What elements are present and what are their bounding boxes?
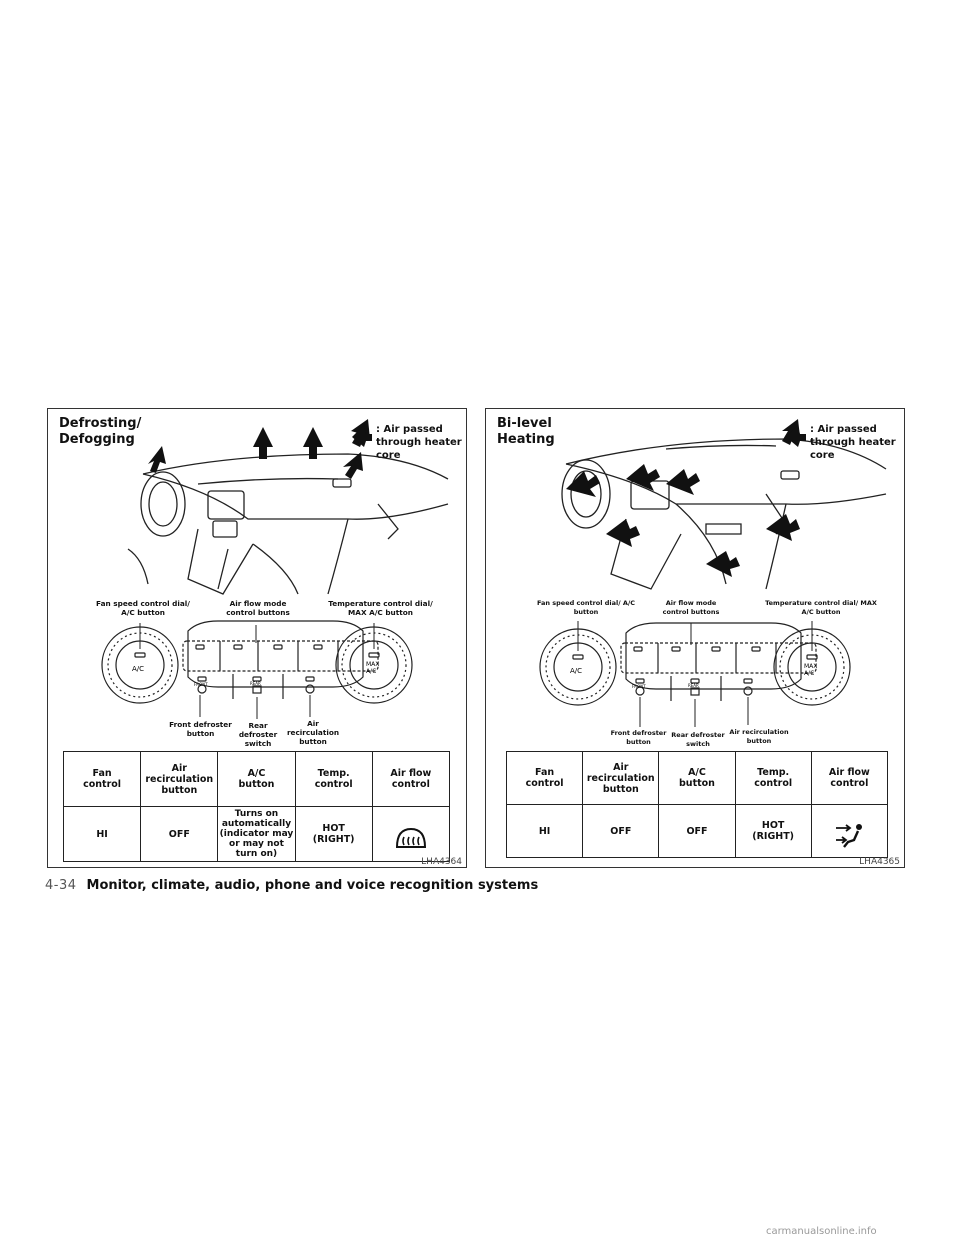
cell-recirc: OFF: [582, 804, 660, 858]
bi-level-icon: [836, 824, 863, 848]
header-fan: Fan control: [505, 751, 584, 805]
airflow-arrows: [566, 419, 800, 577]
rear-defroster-label: Rear defroster switch: [238, 721, 278, 748]
cell-temp: HOT (RIGHT): [734, 804, 812, 858]
cell-temp: HOT (RIGHT): [294, 806, 373, 862]
settings-table: Fan control Air recirculation button A/C…: [62, 751, 451, 862]
header-airflow: Air flow control: [810, 751, 889, 805]
header-temp: Temp. control: [734, 751, 812, 805]
cell-ac: Turns on automatically (indicator may or…: [217, 806, 296, 862]
temp-dial-label: Temperature control dial/ MAX A/C button: [328, 599, 433, 617]
page-number: 4-34: [45, 878, 77, 893]
rear-label: REAR: [250, 681, 261, 686]
air-recirculation-label: Air recirculation button: [286, 719, 340, 746]
heater-arrow-icon: [352, 425, 372, 447]
fan-dial-label: Fan speed control dial/ A/C button: [536, 599, 636, 616]
cell-fan: HI: [505, 804, 584, 858]
cell-airflow: [371, 806, 451, 862]
fan-dial-label: Fan speed control dial/ A/C button: [96, 599, 190, 617]
ac-label: A/C: [132, 665, 144, 673]
ac-label: A/C: [570, 667, 582, 675]
cell-ac: OFF: [658, 804, 736, 858]
front-defroster-label: Front defroster button: [610, 729, 667, 746]
front-label: FRONT: [632, 684, 646, 689]
heater-core-legend: : Air passed through heater core: [350, 423, 462, 462]
header-temp: Temp. control: [294, 751, 373, 807]
rear-label: REAR: [688, 683, 699, 688]
front-label: FRONT: [194, 682, 208, 687]
figure-code: LHA4364: [421, 857, 462, 867]
air-mode-label: Air flow mode control buttons: [226, 599, 290, 617]
header-recirc: Air recirculation button: [140, 751, 219, 807]
cell-recirc: OFF: [140, 806, 219, 862]
header-ac: A/C button: [217, 751, 296, 807]
front-defroster-label: Front defroster button: [169, 720, 232, 738]
temp-dial-label: Temperature control dial/ MAX A/C button: [765, 599, 877, 616]
page-footer: 4-34 Monitor, climate, audio, phone and …: [45, 878, 538, 893]
airflow-arrows: [148, 419, 370, 479]
heater-arrow-icon: [786, 425, 806, 447]
air-mode-label: Air flow mode control buttons: [662, 599, 720, 616]
header-airflow: Air flow control: [371, 751, 451, 807]
watermark: carmanualsonline.info: [766, 1226, 877, 1237]
figure-code: LHA4365: [859, 857, 900, 867]
header-recirc: Air recirculation button: [582, 751, 660, 805]
figure-title: Bi-level Heating: [497, 416, 555, 447]
cell-fan: HI: [62, 806, 142, 862]
header-ac: A/C button: [658, 751, 736, 805]
settings-table: Fan control Air recirculation button A/C…: [505, 751, 889, 858]
section-title: Monitor, climate, audio, phone and voice…: [86, 878, 539, 893]
air-recirculation-label: Air recirculation button: [729, 728, 789, 745]
rear-defroster-label: Rear defroster switch: [671, 731, 725, 748]
heater-core-legend: : Air passed through heater core: [784, 423, 896, 462]
cell-airflow: [810, 804, 889, 858]
defrost-icon: [395, 827, 426, 848]
figure-title: Defrosting/ Defogging: [59, 416, 142, 447]
header-fan: Fan control: [62, 751, 142, 807]
